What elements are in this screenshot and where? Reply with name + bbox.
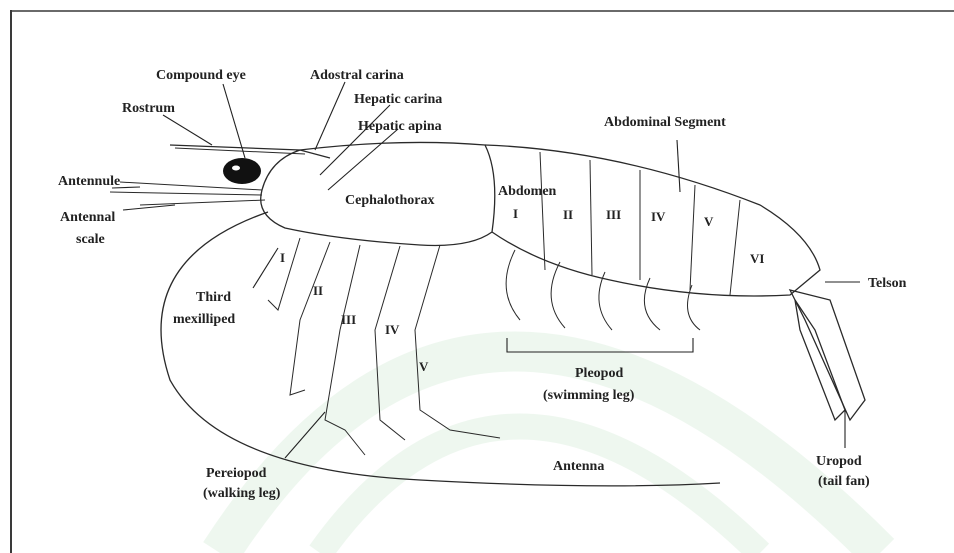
label-uropod-1: Uropod <box>816 454 862 469</box>
label-antennal-scale-2: scale <box>76 232 105 247</box>
walking-leg-numeral: III <box>341 312 356 327</box>
walking-leg-numeral: IV <box>385 322 400 337</box>
label-antennule: Antennule <box>58 174 120 189</box>
label-compound-eye: Compound eye <box>156 68 246 83</box>
label-pereiopod-2: (walking leg) <box>203 486 281 501</box>
label-antenna: Antenna <box>553 459 604 474</box>
label-antennal-scale-1: Antennal <box>60 210 115 225</box>
label-pereiopod-1: Pereiopod <box>206 466 267 481</box>
label-cephalothorax: Cephalothorax <box>345 193 434 208</box>
segment-numeral: IV <box>651 209 666 224</box>
compound-eye-shape <box>223 158 261 184</box>
label-third-maxilliped-1: Third <box>196 290 231 305</box>
walking-leg-numeral: II <box>313 283 323 298</box>
label-abdomen: Abdomen <box>498 184 557 199</box>
label-pleopod-1: Pleopod <box>575 366 623 381</box>
label-third-maxilliped-2: mexilliped <box>173 312 235 327</box>
label-pleopod-2: (swimming leg) <box>543 388 635 403</box>
segment-numerals: I II III IV V VI <box>513 206 764 266</box>
segment-numeral: VI <box>750 251 764 266</box>
label-adostral-carina: Adostral carina <box>310 68 404 83</box>
segment-numeral: I <box>513 206 518 221</box>
label-telson: Telson <box>868 276 907 291</box>
segment-numeral: V <box>704 214 714 229</box>
label-hepatic-carina: Hepatic carina <box>354 92 442 107</box>
label-hepatic-spina: Hepatic apina <box>358 119 442 134</box>
uropod-shape <box>795 300 845 420</box>
label-abdominal-segment: Abdominal Segment <box>604 115 726 130</box>
label-uropod-2: (tail fan) <box>818 474 870 489</box>
segment-numeral: II <box>563 207 573 222</box>
label-rostrum: Rostrum <box>122 101 175 116</box>
walking-leg-numeral: V <box>419 359 429 374</box>
watermark <box>220 352 880 553</box>
leader-lines <box>112 82 860 458</box>
walking-leg-numeral: I <box>280 250 285 265</box>
segment-numeral: III <box>606 207 621 222</box>
